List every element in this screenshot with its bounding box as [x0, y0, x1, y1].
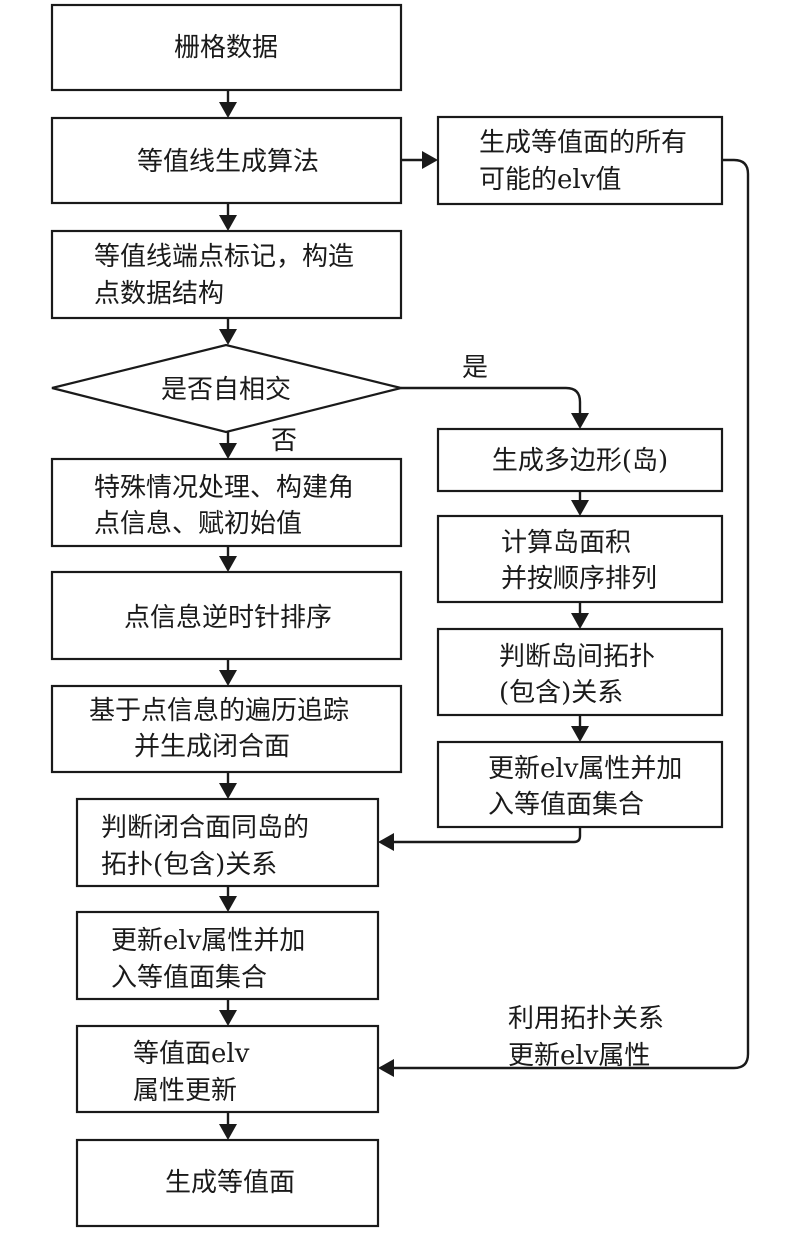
- edge-label-topology-line1: 利用拓扑关系: [508, 1004, 664, 1034]
- arrowhead-icon: [219, 443, 237, 459]
- edge-algorithm-to-endpoint: [219, 203, 237, 231]
- node-label: 点信息逆时针排序: [124, 603, 332, 633]
- node-label-line2: 属性更新: [133, 1076, 237, 1106]
- arrowhead-icon: [571, 413, 589, 429]
- edge-polygon-to-area: [571, 491, 589, 516]
- edge-label-yes: 是: [462, 353, 488, 383]
- arrowhead-icon: [219, 329, 237, 345]
- edge-sort-to-trace: [219, 659, 237, 686]
- node-label-line2: 入等值面集合: [488, 790, 644, 820]
- edge-topology-to-update: [219, 886, 237, 912]
- arrowhead-icon: [219, 783, 237, 799]
- node-label: 生成等值面: [165, 1168, 295, 1198]
- node-label-line1: 基于点信息的遍历追踪: [89, 696, 349, 726]
- node-label-line2: 并生成闭合面: [134, 732, 290, 762]
- edge-update-to-elvupdate: [219, 999, 237, 1026]
- arrowhead-icon: [571, 613, 589, 629]
- edge-right-update-to-closed-topology: [378, 827, 582, 851]
- node-special-case: 特殊情况处理、构建角 点信息、赋初始值: [50, 457, 403, 548]
- edge-decision-yes: [401, 386, 589, 429]
- edge-elvupdate-to-generate: [219, 1112, 237, 1140]
- edge-raster-to-algorithm: [219, 90, 237, 118]
- node-label-line1: 生成等值面的所有: [479, 128, 687, 158]
- node-closed-island-topology: 判断闭合面同岛的 拓扑(包含)关系: [75, 797, 380, 888]
- node-all-elv-values: 生成等值面的所有 可能的elv值: [436, 115, 724, 206]
- edge-special-to-sort: [219, 546, 237, 572]
- arrowhead-icon: [378, 833, 394, 851]
- node-label-line1: 计算岛面积: [501, 528, 631, 558]
- edge-island-topology-to-update: [571, 715, 589, 742]
- node-label-line1: 判断岛间拓扑: [499, 642, 655, 672]
- node-generate-polygon: 生成多边形(岛): [436, 427, 724, 493]
- node-self-intersect-decision: 是否自相交: [51, 343, 402, 434]
- node-traverse-trace: 基于点信息的遍历追踪 并生成闭合面: [50, 684, 403, 774]
- arrowhead-icon: [219, 1010, 237, 1026]
- node-label-line1: 判断闭合面同岛的: [101, 813, 309, 843]
- edge-endpoint-to-decision: [219, 318, 237, 345]
- node-label-line2: 入等值面集合: [111, 963, 267, 993]
- node-update-elv-right: 更新elv属性并加 入等值面集合: [436, 740, 724, 829]
- arrowhead-icon: [422, 151, 438, 169]
- node-isosurface-elv-update: 等值面elv 属性更新: [75, 1024, 380, 1114]
- node-endpoint-marking: 等值线端点标记，构造 点数据结构: [50, 229, 403, 320]
- node-update-elv-left: 更新elv属性并加 入等值面集合: [75, 910, 380, 1001]
- arrowhead-icon: [219, 1124, 237, 1140]
- node-label-line2: 可能的elv值: [479, 165, 621, 195]
- decision-label: 是否自相交: [161, 375, 291, 405]
- edge-label-topology-line2: 更新elv属性: [508, 1041, 650, 1071]
- node-label-line1: 特殊情况处理、构建角: [94, 473, 354, 503]
- node-contour-algorithm: 等值线生成算法: [50, 116, 403, 205]
- node-label-line2: 点数据结构: [94, 279, 224, 309]
- node-label-line2: 并按顺序排列: [501, 564, 657, 594]
- arrowhead-icon: [219, 896, 237, 912]
- edge-label-no: 否: [271, 426, 297, 456]
- node-island-area: 计算岛面积 并按顺序排列: [436, 514, 724, 604]
- node-raster-data: 栅格数据: [50, 3, 403, 92]
- arrowhead-icon: [219, 102, 237, 118]
- node-label-line1: 等值线端点标记，构造: [94, 242, 354, 272]
- node-label-line1: 更新elv属性并加: [111, 926, 305, 956]
- node-generate-isosurface: 生成等值面: [75, 1138, 380, 1228]
- edge-elv-values-to-elv-update: [378, 158, 750, 1077]
- arrowhead-icon: [219, 215, 237, 231]
- arrowhead-icon: [571, 726, 589, 742]
- node-label-line2: (包含)关系: [499, 678, 623, 708]
- node-label: 等值线生成算法: [137, 147, 319, 177]
- node-label-line1: 等值面elv: [133, 1039, 250, 1069]
- node-ccw-sort: 点信息逆时针排序: [50, 570, 403, 661]
- arrowhead-icon: [571, 500, 589, 516]
- node-label-line1: 更新elv属性并加: [488, 754, 682, 784]
- node-label: 栅格数据: [174, 33, 278, 63]
- edge-algorithm-to-elv-values: [401, 151, 438, 169]
- arrowhead-icon: [219, 670, 237, 686]
- edge-trace-to-topology: [219, 772, 237, 799]
- edge-area-to-island-topology: [571, 602, 589, 629]
- edge-decision-no: [219, 432, 237, 459]
- arrowhead-icon: [378, 1059, 394, 1077]
- node-label-line2: 拓扑(包含)关系: [101, 850, 277, 880]
- node-label-line2: 点信息、赋初始值: [94, 509, 302, 539]
- arrowhead-icon: [219, 556, 237, 572]
- node-label: 生成多边形(岛): [492, 446, 668, 476]
- node-island-topology: 判断岛间拓扑 (包含)关系: [436, 627, 724, 717]
